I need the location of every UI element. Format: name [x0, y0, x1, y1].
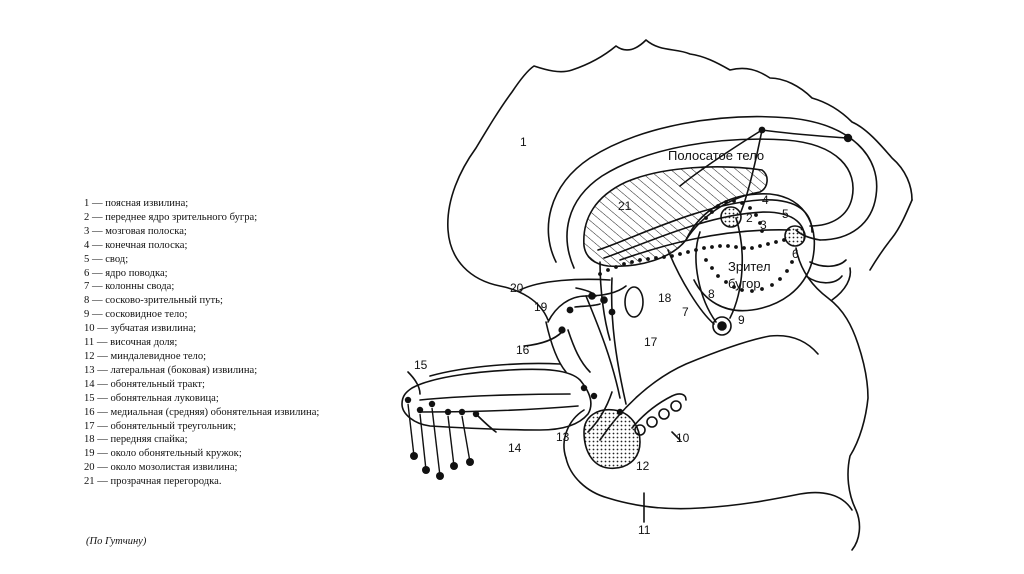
label-13: 13: [556, 430, 570, 444]
label-16: 16: [516, 343, 530, 357]
label-6: 6: [792, 247, 799, 261]
thalamus-label-1: Зрител: [728, 259, 771, 274]
label-10: 10: [676, 431, 690, 445]
amygdala: [584, 410, 640, 469]
label-19: 19: [534, 300, 548, 314]
label-7: 7: [682, 305, 689, 319]
label-1: 1: [520, 135, 527, 149]
label-3: 3: [760, 218, 767, 232]
label-14: 14: [508, 441, 522, 455]
label-17: 17: [644, 335, 658, 349]
striatum-label: Полосатое тело: [668, 148, 764, 163]
label-15: 15: [414, 358, 428, 372]
label-5: 5: [782, 207, 789, 221]
label-11: 11: [638, 523, 651, 537]
label-12: 12: [636, 459, 650, 473]
brainstem-contour: [796, 248, 868, 550]
label-9: 9: [738, 313, 745, 327]
label-18: 18: [658, 291, 672, 305]
label-2: 2: [746, 211, 753, 225]
label-21: 21: [618, 199, 632, 213]
label-20: 20: [510, 281, 524, 295]
label-4: 4: [762, 193, 769, 207]
label-8: 8: [708, 287, 715, 301]
thalamus-label-2: бугор: [728, 276, 761, 291]
